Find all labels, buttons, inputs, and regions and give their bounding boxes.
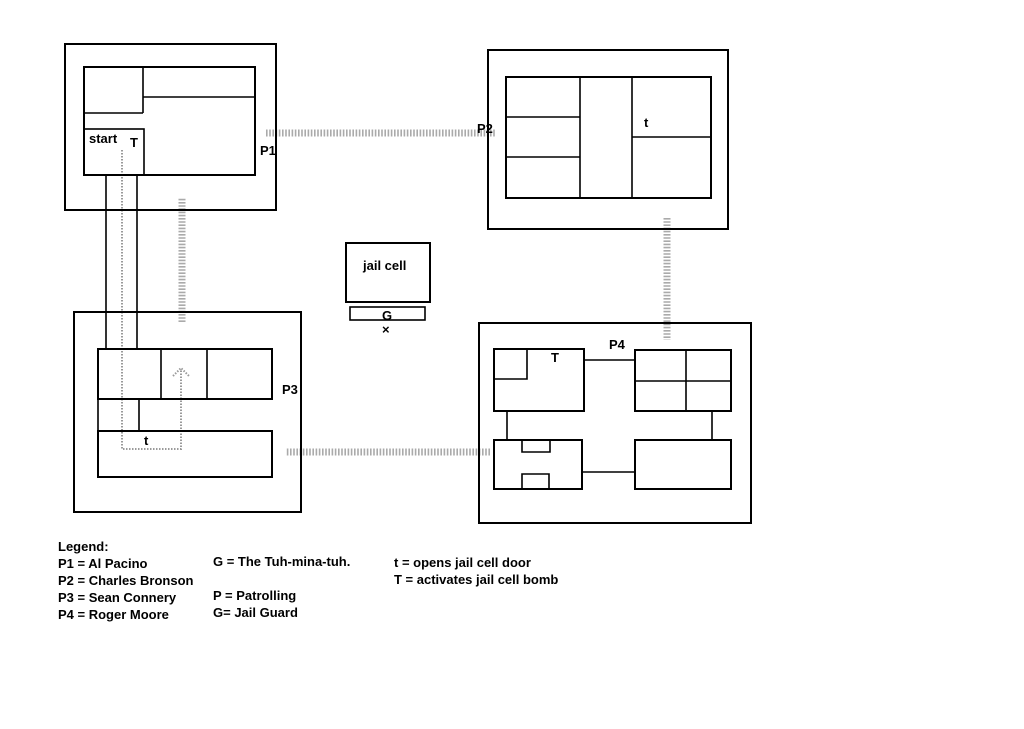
label-jail-cell: jail cell [362, 258, 406, 273]
legend-col2-item: P = Patrolling [213, 588, 296, 603]
start-route-arrowhead [172, 366, 190, 377]
label-p1: P1 [260, 143, 276, 158]
legend-col2-item: G = The Tuh-mina-tuh. [213, 554, 350, 569]
label-p3: P3 [282, 382, 298, 397]
label-guard-mark: × [382, 322, 390, 337]
label-p2: P2 [477, 121, 493, 136]
label-p1-T: T [130, 135, 138, 150]
building-p1-outer [64, 43, 277, 211]
legend-col3-item: t = opens jail cell door [394, 555, 531, 570]
building-p1 [64, 43, 277, 211]
building-p3-bottom-block [97, 430, 273, 478]
building-p2 [487, 49, 729, 230]
legend-col1-item: P3 = Sean Connery [58, 590, 177, 605]
legend-title: Legend: [58, 539, 109, 554]
legend-col1-item: P4 = Roger Moore [58, 607, 169, 622]
legend-col1-item: P1 = Al Pacino [58, 556, 148, 571]
label-guard: G [382, 308, 392, 323]
legend: Legend: P1 = Al Pacino P2 = Charles Bron… [58, 539, 558, 622]
label-p2-t: t [644, 115, 649, 130]
building-p2-outer [487, 49, 729, 230]
corridor-p1-p3 [105, 175, 138, 349]
legend-col3-item: T = activates jail cell bomb [394, 572, 558, 587]
patrol-paths [121, 129, 671, 456]
start-room [83, 128, 145, 176]
jail-cell [345, 242, 431, 321]
building-p3-outer [73, 311, 302, 513]
start-route [121, 150, 182, 450]
building-p3-top-block [97, 348, 273, 400]
label-start: start [89, 131, 118, 146]
diagram-labels: P1 start T P2 t jail cell G × P3 t P4 T [89, 115, 649, 448]
building-p4-outer [478, 322, 752, 524]
jail-cell-door [349, 306, 426, 321]
legend-col1-item: P2 = Charles Bronson [58, 573, 194, 588]
label-p3-t: t [144, 433, 149, 448]
building-p3 [73, 311, 302, 513]
label-p4: P4 [609, 337, 626, 352]
building-p4 [478, 322, 752, 524]
legend-col2-item: G= Jail Guard [213, 605, 298, 620]
building-p1-inner [83, 66, 256, 176]
label-p4-T: T [551, 350, 559, 365]
jail-cell-box [345, 242, 431, 303]
